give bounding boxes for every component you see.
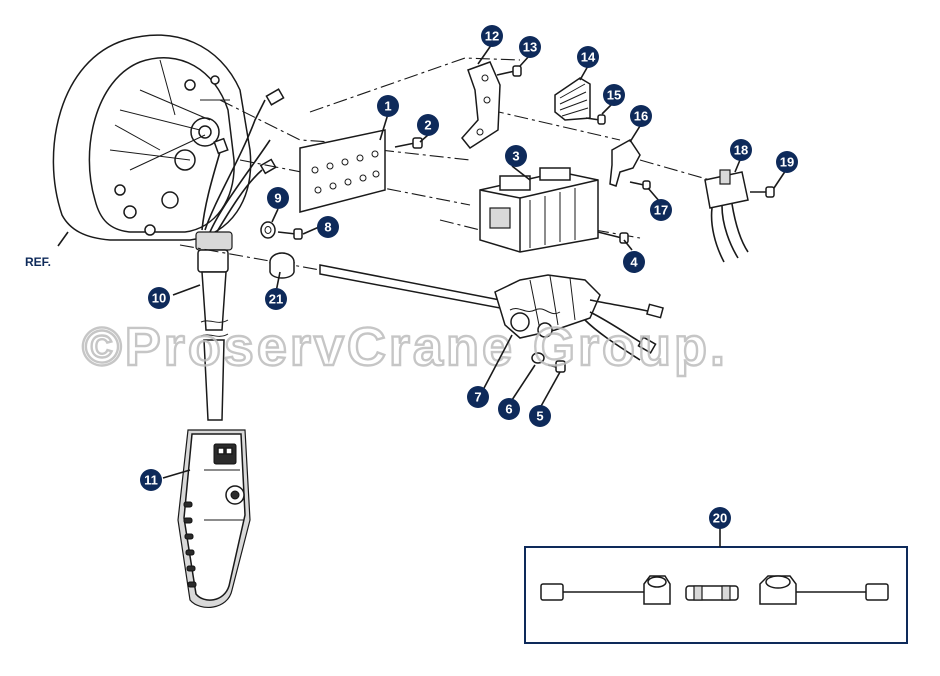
washer [260, 221, 276, 239]
callout-3: 3 [505, 145, 527, 167]
callout-8: 8 [317, 216, 339, 238]
limit-switch [704, 169, 749, 263]
lever-screw [629, 180, 651, 190]
svg-text:5: 5 [536, 409, 543, 424]
svg-text:16: 16 [634, 109, 648, 124]
contactor-screw [597, 231, 629, 244]
svg-text:21: 21 [269, 292, 283, 307]
mounting-bracket [461, 61, 501, 149]
svg-text:4: 4 [630, 255, 638, 270]
pendant-cable [195, 231, 233, 421]
svg-text:11: 11 [144, 473, 158, 488]
svg-text:12: 12 [485, 29, 499, 44]
callout-4: 4 [623, 251, 645, 273]
ref-leader [57, 231, 69, 247]
leader-lines [162, 43, 787, 479]
ground-screw [277, 228, 303, 240]
callout-10: 10 [148, 287, 170, 309]
svg-text:14: 14 [581, 50, 596, 65]
callout-9: 9 [267, 187, 289, 209]
plate-screw [394, 137, 423, 149]
assembly-lines [179, 57, 711, 271]
callout-12: 12 [481, 25, 503, 47]
svg-text:1: 1 [384, 99, 391, 114]
callout-5: 5 [529, 405, 551, 427]
callout-20: 20 [709, 507, 731, 529]
svg-text:10: 10 [152, 291, 166, 306]
callout-19: 19 [776, 151, 798, 173]
pendant-control [177, 429, 251, 608]
svg-text:8: 8 [324, 220, 331, 235]
callout-7: 7 [467, 386, 489, 408]
callout-6: 6 [498, 398, 520, 420]
svg-text:13: 13 [523, 40, 537, 55]
svg-text:19: 19 [780, 155, 794, 170]
hoist-housing [52, 34, 252, 241]
callout-13: 13 [519, 36, 541, 58]
svg-text:17: 17 [654, 203, 668, 218]
svg-text:20: 20 [713, 511, 727, 526]
svg-text:9: 9 [274, 191, 281, 206]
terminal-block [554, 77, 591, 121]
svg-text:15: 15 [607, 88, 621, 103]
bushing [269, 252, 295, 279]
callout-2: 2 [417, 114, 439, 136]
fuse-kit-box [524, 528, 908, 644]
block-screw [585, 114, 606, 125]
ref-label: REF. [25, 255, 51, 269]
callout-17: 17 [650, 199, 672, 221]
lock-washer [531, 352, 545, 364]
callout-1: 1 [377, 95, 399, 117]
contactor [479, 167, 599, 253]
terminal-plate [299, 129, 386, 213]
svg-text:6: 6 [505, 402, 512, 417]
callout-16: 16 [630, 105, 652, 127]
svg-text:7: 7 [474, 390, 481, 405]
limit-lever [609, 139, 641, 187]
cam-switch-assembly [319, 264, 664, 361]
housing-wires [201, 88, 285, 236]
callout-15: 15 [603, 84, 625, 106]
svg-text:3: 3 [512, 149, 519, 164]
callout-18: 18 [730, 139, 752, 161]
svg-text:18: 18 [734, 143, 748, 158]
callout-11: 11 [140, 469, 162, 491]
watermark: ©ProservCrane Group. [82, 317, 728, 377]
svg-text:2: 2 [424, 118, 431, 133]
cam-screw [547, 360, 566, 373]
callout-21: 21 [265, 288, 287, 310]
callout-14: 14 [577, 46, 599, 68]
switch-screw [750, 186, 775, 198]
bracket-screw [496, 65, 522, 77]
